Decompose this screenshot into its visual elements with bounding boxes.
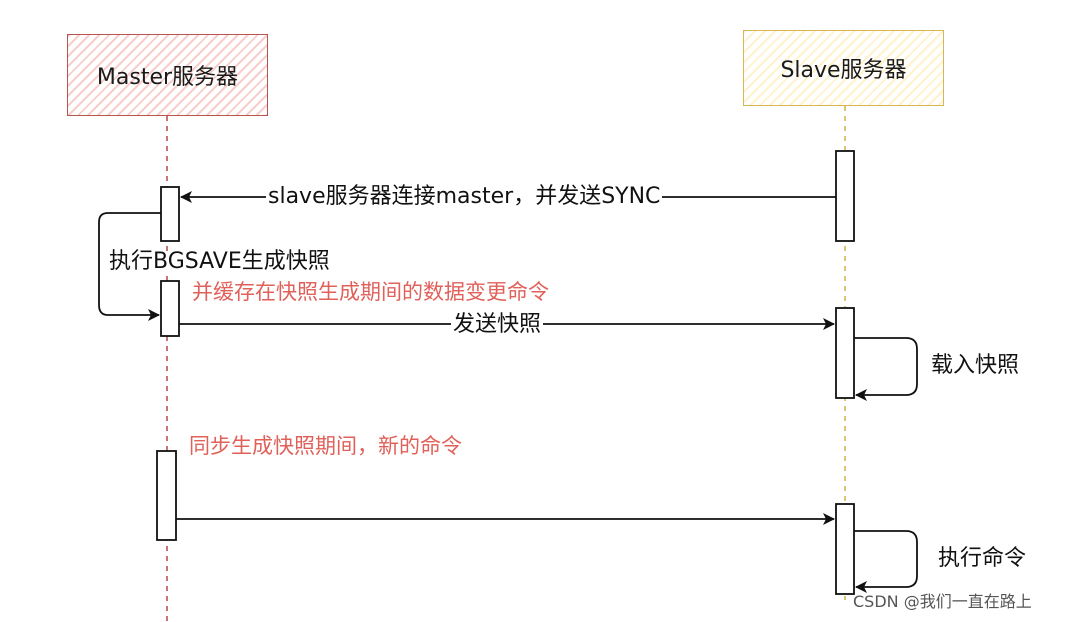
master-activation-send — [160, 280, 180, 337]
send-snapshot-label: 发送快照 — [451, 312, 544, 337]
exec-commands-self-arrow — [854, 530, 918, 593]
slave-server-label: Slave服务器 — [780, 58, 907, 83]
master-activation-new-commands — [156, 450, 177, 541]
load-snapshot-self-arrow — [854, 337, 918, 401]
exec-commands-label: 执行命令 — [938, 546, 1027, 571]
csdn-watermark: CSDN @我们一直在路上 — [853, 592, 1032, 611]
slave-server-box: Slave服务器 — [743, 30, 944, 106]
slave-activation-sync — [835, 150, 855, 242]
bgsave-self-arrow — [98, 212, 161, 321]
buffer-note-label: 并缓存在快照生成期间的数据变更命令 — [192, 280, 549, 304]
master-server-box: Master服务器 — [67, 34, 268, 116]
sync-note-label: 同步生成快照期间，新的命令 — [189, 434, 462, 458]
slave-activation-load — [835, 307, 855, 399]
sync-message-label: slave服务器连接master，并发送SYNC — [266, 184, 663, 209]
load-snapshot-label: 载入快照 — [931, 353, 1020, 378]
slave-activation-exec — [835, 503, 855, 595]
master-activation-bgsave — [160, 186, 180, 242]
bgsave-label: 执行BGSAVE生成快照 — [109, 249, 330, 274]
master-server-label: Master服务器 — [96, 65, 239, 90]
